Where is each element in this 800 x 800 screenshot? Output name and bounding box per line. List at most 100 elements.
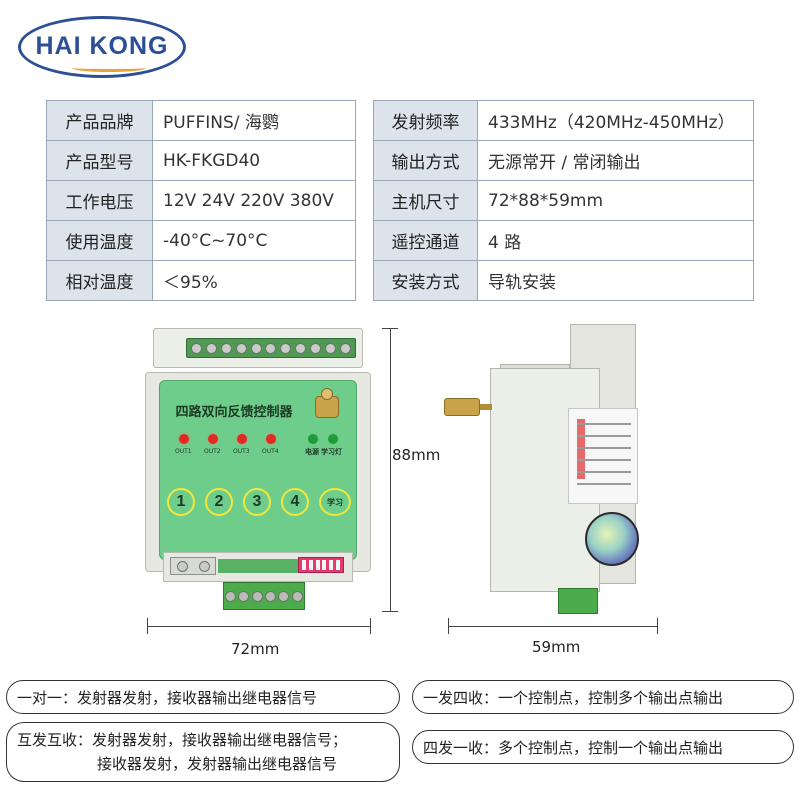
led-learn-icon xyxy=(328,434,338,444)
bottom-terminal-area xyxy=(163,552,353,582)
spec-value: PUFFINS/ 海鹦 xyxy=(152,100,356,141)
device-side-view xyxy=(440,324,660,614)
channel-1-button[interactable]: 1 xyxy=(167,488,195,516)
brand-logo: HAI KONG xyxy=(18,16,186,78)
spec-row: 主机尺寸 72*88*59mm xyxy=(373,180,754,221)
device-front-view: 四路双向反馈控制器 OUT1 OUT2 OUT3 OUT4 电源 学习灯 1 2… xyxy=(145,328,371,618)
screw-icon xyxy=(190,342,202,354)
spec-value: -40°C~70°C xyxy=(152,220,356,261)
dip-switch[interactable] xyxy=(298,557,344,573)
screw-icon xyxy=(265,590,277,602)
screw-icon xyxy=(295,342,307,354)
spec-row: 发射频率 433MHz（420MHz-450MHz） xyxy=(373,100,754,141)
led-label-power: 电源 xyxy=(305,448,319,456)
antenna-icon xyxy=(315,388,339,418)
spec-label: 主机尺寸 xyxy=(373,180,478,221)
led-label-out3: OUT3 xyxy=(233,448,250,455)
screw-icon xyxy=(340,342,352,354)
sticker-text-line xyxy=(577,435,631,437)
height-dimension-line xyxy=(390,328,391,612)
screw-icon xyxy=(280,342,292,354)
note-mutual: 互发互收：发射器发射，接收器输出继电器信号； 接收器发射，发射器输出继电器信号 xyxy=(6,722,400,782)
side-green-connector xyxy=(558,588,598,614)
channel-3-button[interactable]: 3 xyxy=(243,488,271,516)
dip-switch-key xyxy=(302,560,307,570)
dimension-tick xyxy=(147,618,148,634)
top-terminal-screws xyxy=(186,338,356,358)
screw-icon xyxy=(265,342,277,354)
screw-icon xyxy=(205,342,217,354)
dip-switch-key xyxy=(335,560,340,570)
depth-dimension-line xyxy=(448,626,658,627)
hologram-seal-icon xyxy=(585,512,639,566)
spec-value: HK-FKGD40 xyxy=(152,140,356,181)
spec-value: 12V 24V 220V 380V xyxy=(152,180,356,221)
dimension-tick xyxy=(370,618,371,634)
led-out4-icon xyxy=(266,434,276,444)
side-antenna-icon xyxy=(444,398,480,416)
note-four-to-one: 四发一收：多个控制点，控制一个输出点输出 xyxy=(412,730,794,764)
note-mutual-line2: 接收器发射，发射器输出继电器信号 xyxy=(97,755,338,773)
width-dimension-label: 72mm xyxy=(231,640,280,658)
spec-label: 输出方式 xyxy=(373,140,478,181)
sticker-text-line xyxy=(577,423,631,425)
spec-label: 使用温度 xyxy=(46,220,153,261)
spec-value: 72*88*59mm xyxy=(477,180,754,221)
sticker-text-line xyxy=(577,447,631,449)
bottom-terminal-screws xyxy=(170,557,216,575)
height-dimension-label: 88mm xyxy=(392,446,441,464)
spec-label: 相对温度 xyxy=(46,260,153,301)
sticker-red-stripe xyxy=(577,419,585,479)
screw-icon xyxy=(235,342,247,354)
dimension-tick xyxy=(382,611,398,612)
screw-icon xyxy=(310,342,322,354)
logo-ellipse xyxy=(18,16,186,78)
dip-switch-key xyxy=(328,560,333,570)
depth-dimension-label: 59mm xyxy=(532,638,581,656)
spec-label: 安装方式 xyxy=(373,260,478,301)
learn-button[interactable]: 学习 xyxy=(319,488,351,516)
spec-label: 遥控通道 xyxy=(373,220,478,261)
sticker-text-line xyxy=(577,459,631,461)
spec-table-right: 发射频率 433MHz（420MHz-450MHz） 输出方式 无源常开 / 常… xyxy=(373,100,754,301)
spec-value: 433MHz（420MHz-450MHz） xyxy=(477,100,754,141)
note-one-to-one: 一对一：发射器发射，接收器输出继电器信号 xyxy=(6,680,400,714)
spec-value: 导轨安装 xyxy=(477,260,754,301)
led-label-out2: OUT2 xyxy=(204,448,221,455)
dip-switch-key xyxy=(322,560,327,570)
screw-icon xyxy=(291,590,303,602)
dimension-tick xyxy=(382,328,398,329)
spec-row: 相对温度 ＜95% xyxy=(46,260,356,301)
channel-2-button[interactable]: 2 xyxy=(205,488,233,516)
note-one-to-four: 一发四收：一个控制点，控制多个输出点输出 xyxy=(412,680,794,714)
screw-icon xyxy=(325,342,337,354)
spec-row: 工作电压 12V 24V 220V 380V xyxy=(46,180,356,221)
screw-icon xyxy=(225,590,237,602)
spec-row: 使用温度 -40°C~70°C xyxy=(46,220,356,261)
led-label-out4: OUT4 xyxy=(262,448,279,455)
led-power-icon xyxy=(308,434,318,444)
spec-row: 输出方式 无源常开 / 常闭输出 xyxy=(373,140,754,181)
led-out2-icon xyxy=(208,434,218,444)
screw-icon xyxy=(278,590,290,602)
spec-value: ＜95% xyxy=(152,260,356,301)
screw-icon xyxy=(176,560,188,572)
screw-icon xyxy=(220,342,232,354)
dimension-tick xyxy=(448,618,449,634)
spec-table-left: 产品品牌 PUFFINS/ 海鹦 产品型号 HK-FKGD40 工作电压 12V… xyxy=(46,100,356,301)
spec-row: 遥控通道 4 路 xyxy=(373,220,754,261)
side-warning-sticker xyxy=(568,408,638,504)
spec-row: 产品品牌 PUFFINS/ 海鹦 xyxy=(46,100,356,141)
spec-row: 产品型号 HK-FKGD40 xyxy=(46,140,356,181)
spec-label: 产品品牌 xyxy=(46,100,153,141)
top-terminal-block xyxy=(153,328,363,368)
dip-switch-key xyxy=(315,560,320,570)
led-out1-icon xyxy=(179,434,189,444)
screw-icon xyxy=(238,590,250,602)
channel-4-button[interactable]: 4 xyxy=(281,488,309,516)
sticker-text-line xyxy=(577,471,631,473)
screw-icon xyxy=(250,342,262,354)
sticker-text-line xyxy=(577,483,631,485)
spec-label: 工作电压 xyxy=(46,180,153,221)
dip-switch-key xyxy=(308,560,313,570)
